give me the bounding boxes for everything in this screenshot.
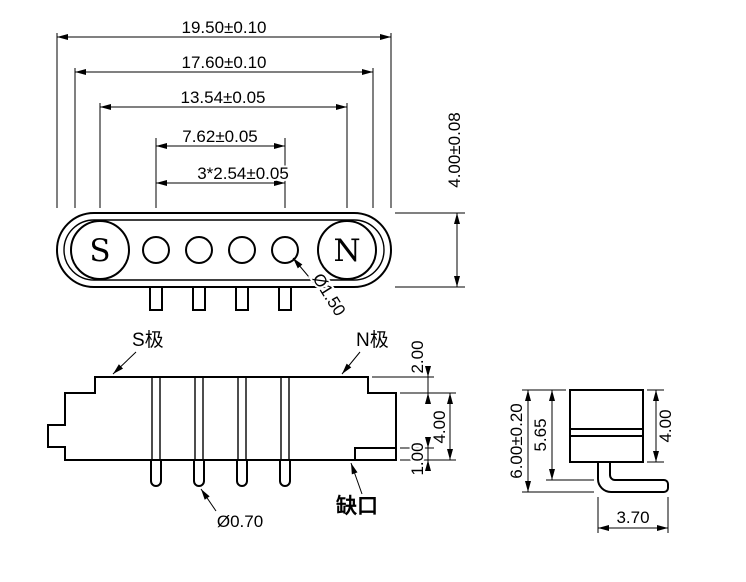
pin-tab-3 xyxy=(235,287,249,311)
front-view-solder-pins xyxy=(150,460,291,487)
top-view-inner-outline xyxy=(63,219,385,281)
dim-pin-span-text: 7.62±0.05 xyxy=(182,127,258,146)
solder-pin-3 xyxy=(236,460,248,487)
dim-notch-depth-text: 1.00 xyxy=(408,442,427,475)
dim-height-text: 4.00±0.08 xyxy=(445,112,464,188)
magnet-n-circle xyxy=(317,220,377,280)
label-notch: 缺口 xyxy=(334,462,380,520)
top-view: S N xyxy=(56,212,392,311)
dim-front-body-height: 4.00 xyxy=(400,393,456,461)
pogo-pin-2 xyxy=(185,236,213,264)
pin-tab-2 xyxy=(192,287,206,311)
label-s-pole-text: S极 xyxy=(132,329,164,351)
top-view-outer-outline xyxy=(56,212,392,288)
front-view-notch xyxy=(354,447,396,460)
dim-foot-length-text: 3.70 xyxy=(616,508,649,527)
dim-overall-length-text: 19.50±0.10 xyxy=(182,18,267,37)
dim-pin-pitch-text: 3*2.54±0.05 xyxy=(197,164,289,183)
dim-body-length: 17.60±0.10 xyxy=(74,51,374,208)
solder-pin-1 xyxy=(150,460,162,487)
dim-body-length-text: 17.60±0.10 xyxy=(182,53,267,72)
label-s-pole: S极 xyxy=(112,327,166,375)
label-n-pole: N极 xyxy=(341,327,391,375)
dim-height: 4.00±0.08 xyxy=(395,110,466,288)
front-view-outline xyxy=(47,376,397,461)
dim-magnet-center-distance: 13.54±0.05 xyxy=(99,86,348,208)
dim-foot-length: 3.70 xyxy=(597,497,669,533)
magnet-s-circle xyxy=(70,220,130,280)
side-view-bent-pin xyxy=(597,462,669,493)
dim-pin-span: 7.62±0.05 xyxy=(155,125,286,208)
dim-pin-tip-diameter-text: Ø0.70 xyxy=(217,512,263,531)
magnet-s-label: S xyxy=(89,233,110,269)
pogo-pin-3 xyxy=(228,236,256,264)
pin-tab-1 xyxy=(149,287,163,311)
side-view-body xyxy=(569,389,644,463)
dim-step-height-text: 2.00 xyxy=(408,340,427,373)
pin-tab-4 xyxy=(278,287,292,311)
pogo-pin-4 xyxy=(271,236,299,264)
dim-side-partial-height: 5.65 xyxy=(529,390,594,481)
dim-pin-diameter-text: Ø1.50 xyxy=(309,270,350,319)
dim-side-body-height: 4.00 xyxy=(647,389,677,463)
dim-pin-pitch: 3*2.54±0.05 xyxy=(156,162,291,186)
dim-pin-tip-diameter: Ø0.70 xyxy=(200,488,265,533)
solder-pin-2 xyxy=(193,460,205,487)
dim-side-overall-height-text: 6.00±0.20 xyxy=(507,403,526,479)
dim-overall-length: 19.50±0.10 xyxy=(56,16,392,208)
dim-side-partial-height-text: 5.65 xyxy=(531,418,550,451)
front-view xyxy=(47,376,397,487)
dim-magnet-center-distance-text: 13.54±0.05 xyxy=(181,88,266,107)
dim-side-overall-height: 6.00±0.20 xyxy=(505,389,594,493)
dim-step-height: 2.00 xyxy=(372,338,456,404)
label-notch-text: 缺口 xyxy=(336,494,378,518)
front-view-pin-channels xyxy=(151,377,290,460)
solder-pin-4 xyxy=(279,460,291,487)
dim-notch-depth: 1.00 xyxy=(400,437,434,478)
dim-front-body-height-text: 4.00 xyxy=(430,410,449,443)
side-view xyxy=(569,389,669,493)
label-n-pole-text: N极 xyxy=(356,329,389,351)
dim-side-body-height-text: 4.00 xyxy=(656,409,675,442)
pogo-pin-1 xyxy=(142,236,170,264)
magnet-n-label: N xyxy=(333,233,360,269)
